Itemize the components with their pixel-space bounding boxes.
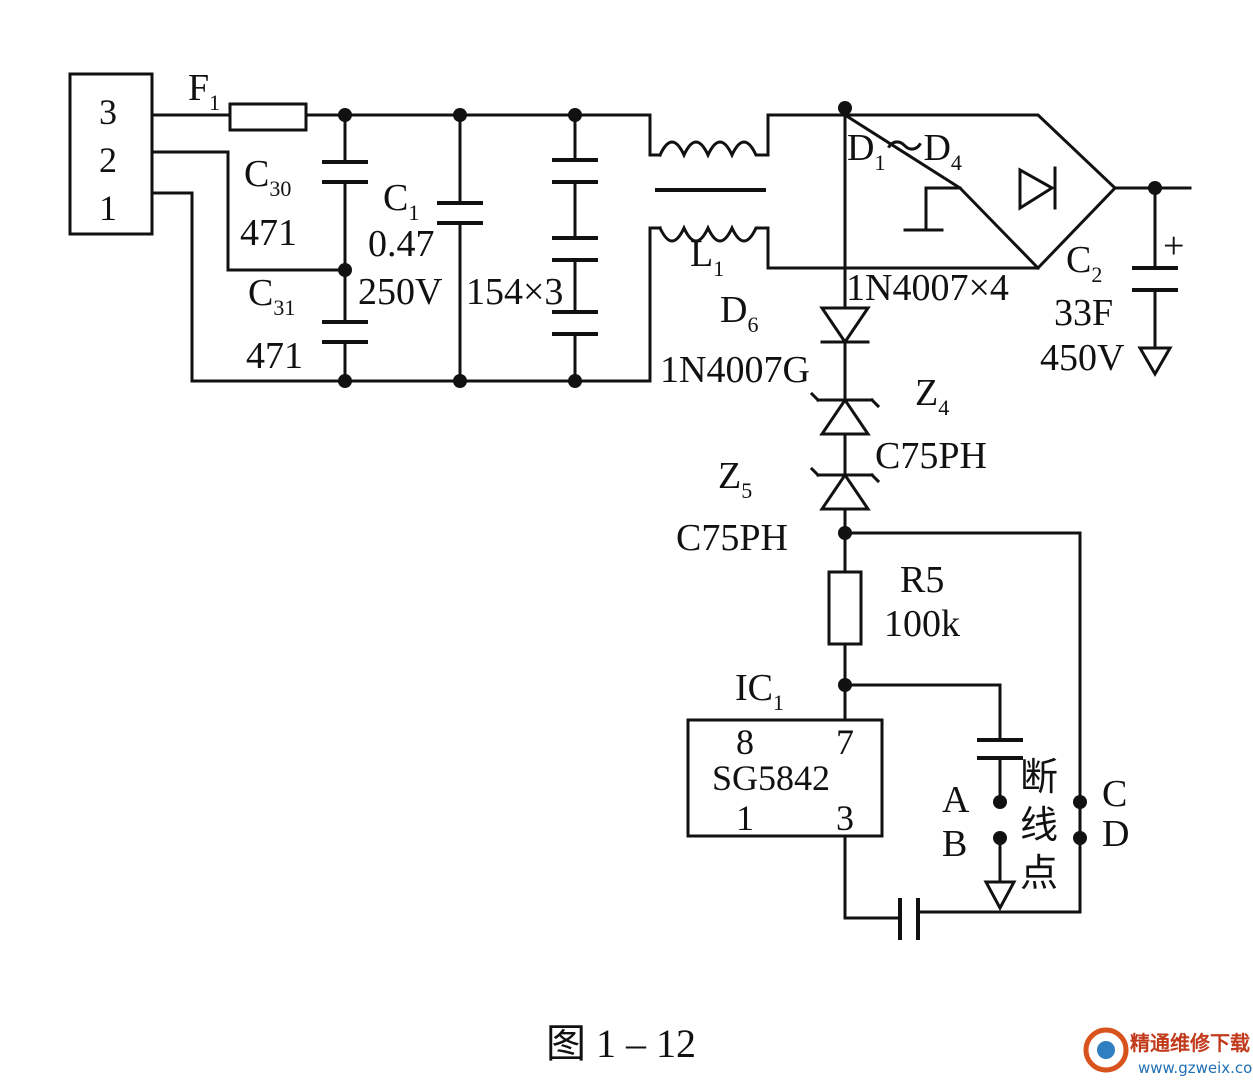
z4-part: C75PH (875, 435, 987, 477)
zener-Z5 (809, 466, 881, 511)
fuse-F1 (228, 102, 308, 132)
capacitor-154-a (552, 158, 598, 184)
ic-pin-1: 1 (736, 798, 754, 838)
breakpoint-char-1: 断 (1020, 757, 1058, 799)
capacitor-C31 (322, 320, 368, 344)
connector-pin-2: 2 (99, 140, 117, 180)
point-B: B (942, 823, 967, 865)
ic-pin-7: 7 (836, 722, 854, 762)
bridge-label: D1～D4 (847, 127, 962, 175)
bridge-rectifier (839, 113, 1118, 271)
breakpoint-char-2: 线 (1020, 805, 1058, 847)
ic-part: SG5842 (712, 758, 830, 798)
capacitor-154-b (552, 236, 598, 262)
connector-pin-3: 3 (99, 92, 117, 132)
zener-Z4 (809, 391, 881, 436)
bridge-diode-symbol (1018, 166, 1057, 211)
c30-value: 471 (240, 212, 297, 254)
choke-L1-top-coil (658, 113, 847, 159)
l1-label: L1 (690, 233, 724, 281)
point-A: A (942, 779, 970, 821)
resistor-R5 (827, 570, 863, 646)
ic-label: IC1 (735, 667, 784, 715)
c2-ground (1137, 346, 1173, 378)
watermark-url: www.gzweix.com (1138, 1059, 1253, 1077)
c2-label: C2 (1066, 239, 1102, 287)
point-C: C (1102, 773, 1127, 815)
capacitor-C2 (1132, 266, 1178, 292)
capacitor-pin3 (898, 898, 920, 940)
z5-label: Z5 (718, 455, 752, 503)
c2-voltage: 450V (1040, 337, 1125, 379)
junction-dots (338, 101, 1162, 845)
c30-label: C30 (244, 153, 291, 201)
r5-value: 100k (884, 603, 960, 645)
ic-SG5842 (686, 718, 884, 838)
c1-value: 0.47 (368, 223, 435, 265)
point-D: D (1102, 813, 1129, 855)
connector-pin-1: 1 (99, 188, 117, 228)
diode-D6 (819, 306, 871, 345)
watermark-logo (1083, 1027, 1129, 1073)
c2-polarity: + (1163, 225, 1184, 267)
connector-block (68, 72, 154, 236)
ic-pin-8: 8 (736, 722, 754, 762)
z4-label: Z4 (915, 372, 949, 420)
c31-value: 471 (246, 335, 303, 377)
d6-part: 1N4007G (660, 349, 810, 391)
d6-label: D6 (720, 289, 758, 337)
fuse-label: F1 (188, 67, 220, 115)
breakpoint-char-3: 点 (1020, 853, 1058, 895)
ab-ground (983, 880, 1017, 912)
choke-L1-bottom-coil (658, 224, 1040, 270)
ab-branch-wire (843, 683, 1002, 884)
watermark-name: 精通维修下载 (1130, 1031, 1250, 1055)
cap-stack-value: 154×3 (466, 271, 563, 313)
capacitor-C30 (322, 160, 368, 184)
pin3-wire (843, 834, 900, 920)
bridge-part: 1N4007×4 (846, 267, 1009, 309)
c1-voltage: 250V (358, 271, 443, 313)
figure-caption: 图 1 – 12 (546, 1021, 696, 1066)
top-rail-wire (150, 113, 662, 157)
capacitor-pin7 (977, 738, 1023, 760)
c31-label: C31 (248, 272, 295, 320)
c2-value: 33F (1054, 292, 1113, 334)
capacitor-C1 (437, 201, 483, 225)
capacitor-154-c (552, 310, 598, 336)
ic-pin-3: 3 (836, 798, 854, 838)
c1-label: C1 (383, 177, 419, 225)
bridge-ground (903, 186, 962, 232)
pin2-wire (150, 150, 347, 272)
cd-branch-wire (843, 531, 1082, 914)
bottom-rail-wire (150, 191, 662, 383)
z5-part: C75PH (676, 517, 788, 559)
r5-label: R5 (900, 559, 944, 601)
